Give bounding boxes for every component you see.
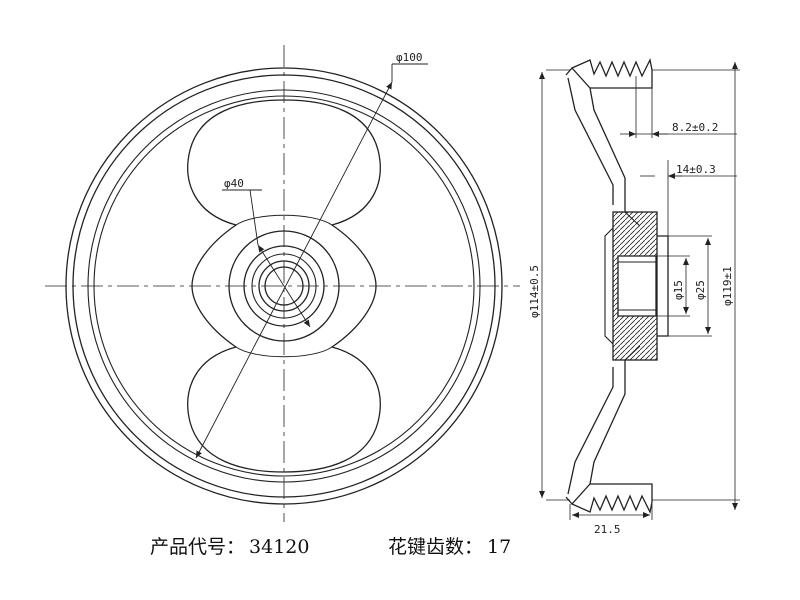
teeth-count-value: 17	[487, 536, 512, 558]
section-dimensions	[539, 62, 740, 520]
bottom-rim-profile	[570, 483, 653, 514]
web-cone-bottom-inner	[589, 360, 626, 485]
web-cone-top-outer	[567, 77, 614, 205]
web-cone-top-inner	[589, 87, 626, 212]
dim-hub-dia: φ25	[694, 280, 707, 300]
section-view	[565, 58, 669, 514]
dim-bore: φ15	[672, 280, 685, 300]
product-code-label: 产品代号：	[150, 536, 246, 558]
web-cone-bottom-outer	[567, 367, 614, 495]
dim-front-hub: φ40	[224, 177, 244, 190]
dim-hub-offset: 14±0.3	[676, 163, 716, 176]
dim-width: 21.5	[594, 523, 621, 536]
top-rim-profile	[570, 58, 653, 89]
rim-left-edge-bottom	[565, 496, 573, 505]
teeth-count-label: 花键齿数：	[388, 536, 484, 558]
rim-circle-2	[72, 74, 496, 498]
teeth-count-caption: 花键齿数：17	[388, 532, 511, 559]
dim-root-dia: φ114±0.5	[528, 265, 541, 318]
hub-front-edge	[657, 235, 669, 337]
product-code-caption: 产品代号：34120	[150, 532, 309, 559]
leader-phi40	[257, 244, 311, 328]
rim-left-edge-top	[565, 67, 573, 76]
front-leaders	[195, 63, 428, 459]
product-code-value: 34120	[249, 536, 310, 558]
rim-outer-circle	[65, 67, 503, 505]
leader-phi100	[195, 81, 393, 459]
dim-rib-pitch: 8.2±0.2	[672, 121, 718, 134]
dim-outer-dia: φ119±1	[721, 266, 734, 306]
bore-cavity	[617, 255, 657, 317]
dim-front-outer: φ100	[396, 51, 423, 64]
